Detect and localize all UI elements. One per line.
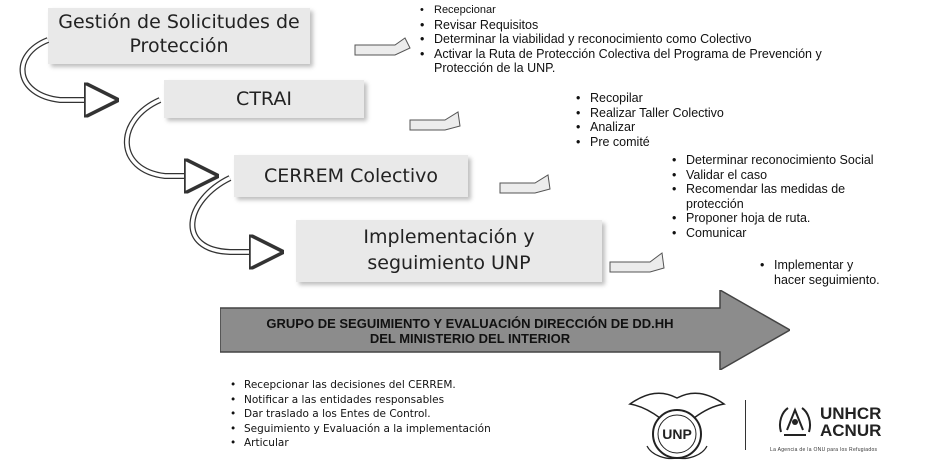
unhcr-emblem-icon xyxy=(778,407,812,436)
list-item: Analizar xyxy=(576,120,724,135)
unhcr-line1: UNHCR xyxy=(820,404,882,423)
banner-text: GRUPO DE SEGUIMIENTO Y EVALUACIÓN DIRECC… xyxy=(240,316,700,346)
logo-divider xyxy=(745,400,746,450)
list-item: Seguimiento y Evaluación a la implementa… xyxy=(230,422,491,437)
list-item: Articular xyxy=(230,436,491,451)
list-item-continuation: protección xyxy=(686,196,744,211)
unhcr-tagline: La Agencia de la ONU para los Refugiados xyxy=(770,447,878,453)
list-item: Recopilar xyxy=(576,91,724,106)
list-item: Revisar Requisitos xyxy=(420,18,822,33)
list-item: Realizar Taller Colectivo xyxy=(576,106,724,121)
list-item: Notificar a las entidades responsables xyxy=(230,393,491,408)
banner-arrow xyxy=(220,290,790,370)
list-item: Activar la Ruta de Protección Colectiva … xyxy=(420,47,822,62)
step-gestion-line2: Protección xyxy=(129,35,229,57)
bottom-task-list: Recepcionar las decisiones del CERREM. N… xyxy=(230,378,491,451)
step-unp-line2: seguimiento UNP xyxy=(367,252,531,274)
step-box-unp: Implementación y seguimiento UNP xyxy=(296,220,602,282)
task-list-unp: Implementar y hacer seguimiento. xyxy=(760,258,880,287)
task-list-cerrem: Determinar reconocimiento Social Validar… xyxy=(672,153,874,240)
connector-arrow-ctrai xyxy=(409,111,461,131)
connector-arrow-cerrem xyxy=(499,174,551,194)
list-item: Proponer hoja de ruta. xyxy=(672,211,874,226)
step-box-gestion: Gestión de Solicitudes de Protección xyxy=(48,8,310,64)
unhcr-line2: ACNUR xyxy=(820,421,882,440)
task-list-gestion: Recepcionar Revisar Requisitos Determina… xyxy=(420,3,822,76)
list-item: Dar traslado a los Entes de Control. xyxy=(230,407,491,422)
flow-arrows xyxy=(19,37,665,273)
step-box-ctrai: CTRAI xyxy=(164,80,364,118)
list-item: Implementar y xyxy=(760,258,880,273)
connector-arrow-unp xyxy=(609,252,665,273)
curve-arrow-3 xyxy=(189,175,270,255)
banner-line2: DEL MINISTERIO DEL INTERIOR xyxy=(369,331,571,346)
list-item-continuation: hacer seguimiento. xyxy=(774,272,880,287)
list-item: Determinar la viabilidad y reconocimient… xyxy=(420,32,822,47)
step-box-cerrem: CERREM Colectivo xyxy=(234,155,468,197)
connector-arrow-gestion xyxy=(354,37,411,56)
list-item: Recomendar las medidas de xyxy=(672,182,874,197)
list-item: Determinar reconocimiento Social xyxy=(672,153,874,168)
list-item: Validar el caso xyxy=(672,168,874,183)
step-unp-line1: Implementación y xyxy=(363,226,535,248)
unp-logo: UNP xyxy=(628,392,726,460)
task-list-ctrai: Recopilar Realizar Taller Colectivo Anal… xyxy=(576,91,724,149)
unhcr-name: UNHCR ACNUR xyxy=(820,405,881,439)
unp-logo-text: UNP xyxy=(662,426,692,442)
list-item: Pre comité xyxy=(576,135,724,150)
list-item-continuation: Protección de la UNP. xyxy=(434,61,556,75)
step-ctrai-label: CTRAI xyxy=(236,88,292,110)
banner-line1: GRUPO DE SEGUIMIENTO Y EVALUACIÓN DIRECC… xyxy=(266,316,674,331)
list-item: Comunicar xyxy=(672,226,874,241)
list-item: Recepcionar xyxy=(420,3,822,18)
step-cerrem-label: CERREM Colectivo xyxy=(263,165,438,187)
list-item: Recepcionar las decisiones del CERREM. xyxy=(230,378,491,393)
step-gestion-line1: Gestión de Solicitudes de xyxy=(58,11,300,33)
